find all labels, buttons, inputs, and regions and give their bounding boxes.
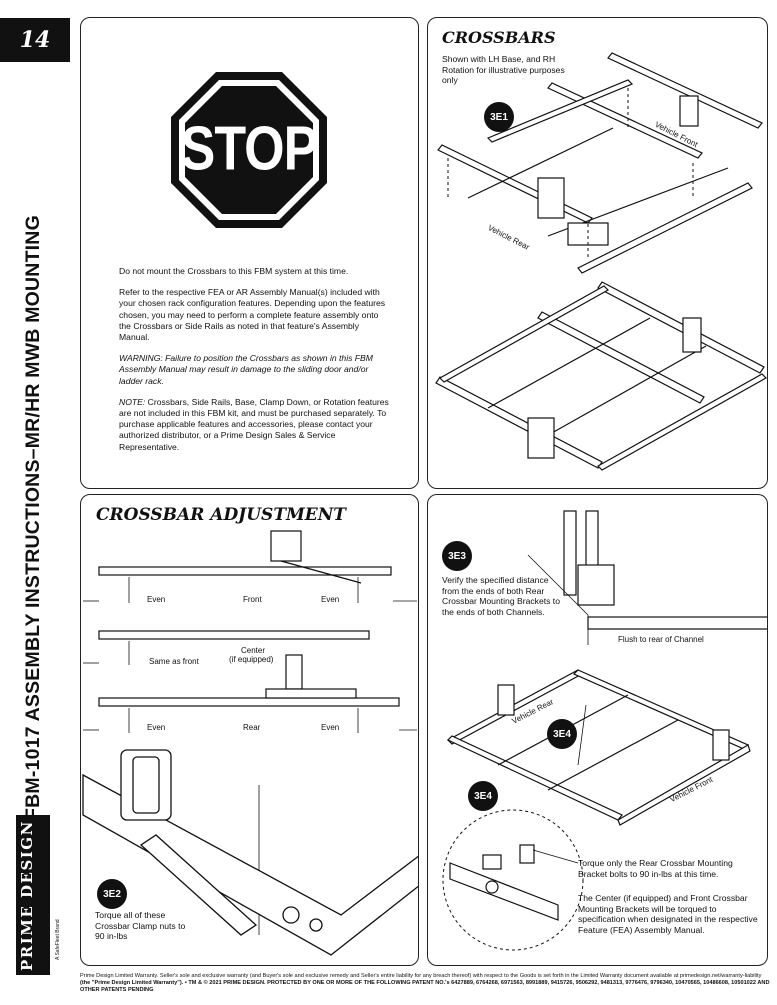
row3-even-right: Even	[321, 723, 340, 732]
brand-logo: PRIME DESIGN	[16, 815, 50, 975]
stop-panel: STOP Do not mount the Crossbars to this …	[80, 17, 419, 489]
row1-front: Front	[243, 595, 262, 604]
row3-rear: Rear	[243, 723, 261, 732]
footer-legal: Prime Design Limited Warranty. Seller's …	[80, 973, 770, 994]
note-text: NOTE: Crossbars, Side Rails, Base, Clamp…	[119, 397, 391, 453]
torque-clamp-caption: Torque all of these Crossbar Clamp nuts …	[95, 910, 186, 942]
brand-tagline: A SafeFleet Brand	[55, 919, 61, 960]
crossbars-panel: CROSSBARS Shown with LH Base, and RH Rot…	[427, 17, 768, 489]
row2-same-as-front: Same as front	[149, 657, 199, 666]
footer-line2: (the "Prime Design Limited Warranty"). •…	[80, 980, 770, 993]
page-title: FBM-1017 ASSEMBLY INSTRUCTIONS–MR/HR MWB…	[22, 215, 44, 820]
row1-even-right: Even	[321, 595, 340, 604]
sidebar: 14 FBM-1017 ASSEMBLY INSTRUCTIONS–MR/HR …	[0, 0, 70, 975]
footer-line1: Prime Design Limited Warranty. Seller's …	[80, 973, 762, 979]
adjustment-title: CROSSBAR ADJUSTMENT	[96, 505, 346, 525]
page-number: 14	[0, 18, 70, 62]
badge-3e4-upper: 3E4	[547, 719, 577, 749]
crossbars-title: CROSSBARS	[442, 28, 556, 47]
crossbars-note: Shown with LH Base, and RH Rotation for …	[442, 54, 565, 86]
instruction-p1: Do not mount the Crossbars to this FBM s…	[119, 266, 349, 276]
mounting-detail-panel: 3E3 Verify the specified distance from t…	[427, 494, 768, 966]
flush-to-rear-label: Flush to rear of Channel	[618, 635, 704, 644]
torque-rear-text: Torque only the Rear Crossbar Mounting B…	[578, 858, 733, 879]
center-front-text: The Center (if equipped) and Front Cross…	[578, 893, 758, 935]
badge-3e1: 3E1	[484, 102, 514, 132]
row2-center: Center	[241, 646, 266, 655]
instruction-p2: Refer to the respective FEA or AR Assemb…	[119, 287, 386, 343]
note-label: NOTE:	[119, 396, 146, 407]
row3-even-left: Even	[147, 723, 166, 732]
stop-sign-icon	[171, 72, 327, 228]
crossbars-exploded-diagram	[435, 52, 767, 471]
note-body: Crossbars, Side Rails, Base, Clamp Down,…	[119, 396, 389, 452]
row1-even-left: Even	[147, 595, 166, 604]
mounting-detail-diagram	[442, 510, 767, 951]
brand-name: PRIME DESIGN	[18, 820, 36, 971]
stop-sign-text: STOP	[180, 114, 319, 184]
badge-3e3: 3E3	[442, 541, 472, 571]
verify-distance-text: Verify the specified distance from the e…	[442, 575, 560, 617]
badge-3e4-lower: 3E4	[468, 781, 498, 811]
adjustment-diagram	[82, 530, 418, 956]
row2-if-equipped: (if equipped)	[229, 655, 274, 664]
crossbar-adjustment-panel: CROSSBAR ADJUSTMENT	[80, 494, 419, 966]
badge-3e2: 3E2	[97, 879, 127, 909]
warning-text: WARNING: Failure to position the Crossba…	[119, 353, 373, 386]
stop-instructions: Do not mount the Crossbars to this FBM s…	[119, 266, 391, 463]
